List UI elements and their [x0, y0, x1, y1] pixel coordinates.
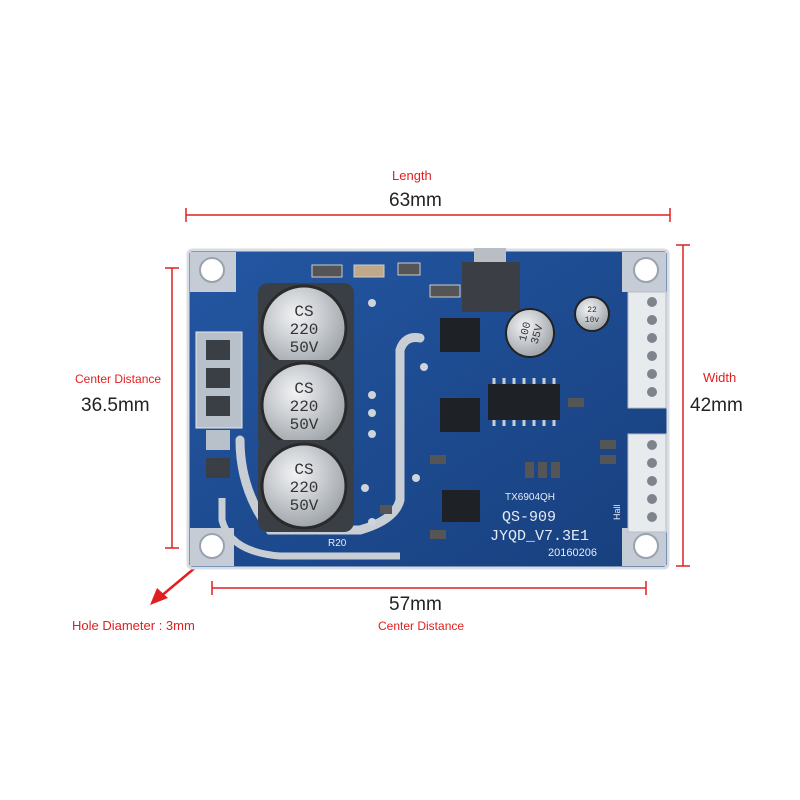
cap-value-text: 220: [290, 398, 319, 416]
left-center-value: 36.5mm: [81, 395, 150, 416]
left-center-caption: Center Distance: [75, 372, 162, 386]
date-silkscreen: 20160206: [548, 547, 597, 559]
cap-value-text: 220: [290, 479, 319, 497]
version-silkscreen: JYQD_V7.3E1: [490, 528, 589, 545]
bottom-center-caption: Center Distance: [378, 619, 465, 633]
capacitor: CS 220 50V: [258, 283, 354, 373]
width-dimension-line: [676, 244, 690, 567]
capacitor: CS 220 50V: [258, 360, 354, 450]
small-cap-value: 100: [518, 321, 535, 343]
model-silkscreen: QS-909: [502, 509, 556, 526]
cap-voltage-text: 50V: [290, 497, 319, 515]
width-caption: Width: [703, 370, 737, 385]
cap-voltage-text: 50V: [290, 416, 319, 434]
cap-brand-text: CS: [294, 461, 313, 479]
length-caption: Length: [392, 168, 432, 183]
mounting-hole: [199, 533, 225, 559]
chip-label-silkscreen: TX6904QH: [505, 492, 555, 503]
capacitor: CS 220 50V: [258, 440, 354, 532]
small-capacitor: 100 35V: [505, 308, 555, 358]
length-dimension-line: [185, 208, 671, 222]
tiny-capacitor: 22 10v: [574, 296, 610, 332]
cap-value-text: 220: [290, 321, 319, 339]
mounting-hole: [633, 533, 659, 559]
length-value: 63mm: [389, 190, 442, 211]
mounting-hole: [633, 257, 659, 283]
tiny-cap-voltage: 10v: [585, 316, 600, 325]
bottom-center-dimension-line: [211, 581, 647, 595]
resistor-silkscreen: R20: [328, 538, 347, 549]
mounting-hole: [199, 257, 225, 283]
hall-silkscreen: Hall: [612, 504, 622, 520]
width-value: 42mm: [690, 395, 743, 416]
cap-brand-text: CS: [294, 303, 313, 321]
hole-diameter-label: Hole Diameter : 3mm: [72, 618, 195, 633]
tiny-cap-value: 22: [587, 306, 597, 315]
left-center-dimension-line: [165, 267, 179, 549]
bottom-center-value: 57mm: [389, 594, 442, 615]
cap-brand-text: CS: [294, 380, 313, 398]
cap-voltage-text: 50V: [290, 339, 319, 357]
small-cap-voltage: 35V: [530, 323, 547, 346]
pcb: CS 220 50V CS 220 50V CS 220 50V 1: [186, 248, 670, 570]
